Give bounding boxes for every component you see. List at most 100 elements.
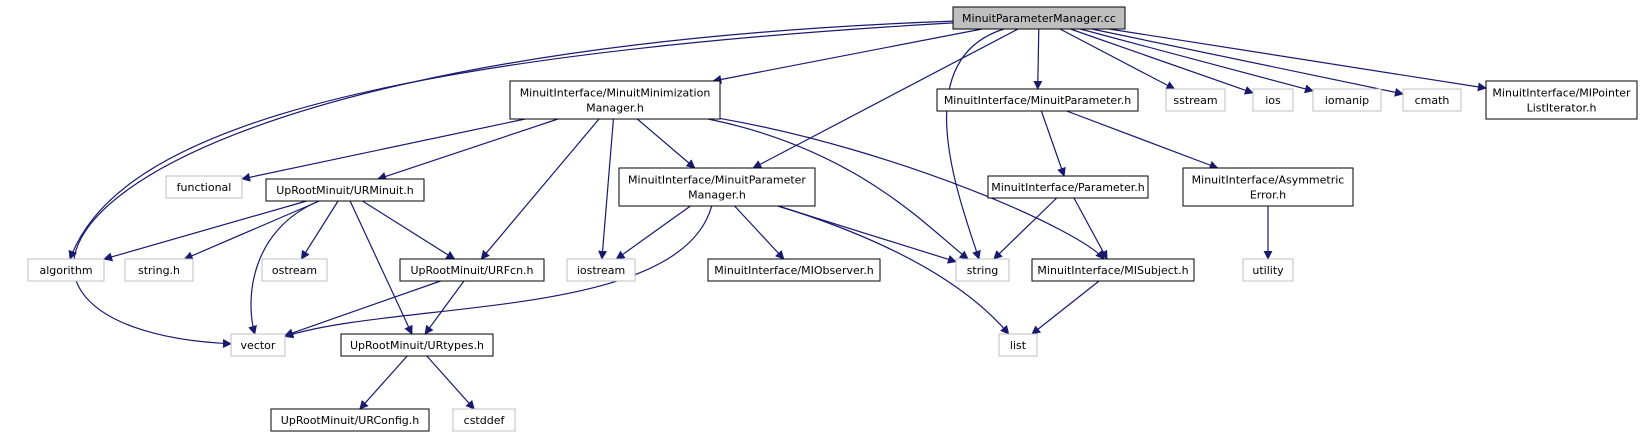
node-functional: functional bbox=[165, 175, 243, 199]
node-urc[interactable]: UpRootMinuit/URConfig.h bbox=[270, 408, 430, 432]
edge-root-mpm bbox=[752, 28, 1019, 169]
edge-root-string bbox=[945, 28, 1005, 260]
node-box bbox=[509, 80, 721, 120]
node-label: iomanip bbox=[1325, 94, 1369, 107]
edge-mmm-mis bbox=[719, 117, 1105, 260]
edge-mmm-string bbox=[707, 118, 969, 260]
node-box bbox=[1485, 80, 1638, 120]
node-urf[interactable]: UpRootMinuit/URFcn.h bbox=[399, 258, 545, 282]
edge-mmm-functional bbox=[241, 118, 526, 182]
node-box bbox=[707, 258, 881, 282]
edge-urm-urf bbox=[362, 200, 456, 260]
edges bbox=[68, 20, 1487, 410]
node-list: list bbox=[998, 333, 1038, 357]
node-label: MinuitInterface/MinuitParameter bbox=[628, 174, 806, 187]
edge-urf-urt bbox=[424, 280, 465, 335]
node-box bbox=[566, 258, 636, 282]
edge-par-mis bbox=[1073, 197, 1108, 260]
node-mis[interactable]: MinuitInterface/MISubject.h bbox=[1031, 258, 1195, 282]
node-label: UpRootMinuit/URtypes.h bbox=[350, 339, 484, 352]
node-string: string bbox=[955, 258, 1010, 282]
node-box bbox=[955, 258, 1010, 282]
node-label: functional bbox=[177, 181, 232, 194]
node-label: UpRootMinuit/URFcn.h bbox=[410, 264, 533, 277]
edge-mmm-urm bbox=[377, 118, 559, 181]
node-box bbox=[1402, 88, 1462, 112]
edge-root-vector bbox=[72, 20, 954, 348]
edge-mmm-mpm bbox=[636, 118, 696, 169]
node-box bbox=[452, 408, 516, 432]
nodes: MinuitParameterManager.ccMinuitInterface… bbox=[27, 6, 1638, 432]
node-label: ListIterator.h bbox=[1527, 102, 1597, 115]
node-ostream: ostream bbox=[261, 258, 328, 282]
node-label: algorithm bbox=[39, 264, 92, 277]
node-box bbox=[1182, 167, 1354, 207]
edge-mmm-iostream bbox=[598, 118, 615, 260]
node-label: MinuitInterface/MIObserver.h bbox=[714, 264, 873, 277]
node-box bbox=[1312, 88, 1382, 112]
edge-mpm-list bbox=[778, 205, 1010, 335]
node-label: Manager.h bbox=[688, 189, 746, 202]
node-algorithm: algorithm bbox=[27, 258, 105, 282]
edge-urm-urt bbox=[349, 200, 413, 335]
edge-root-cmath bbox=[1091, 28, 1404, 97]
node-iomanip: iomanip bbox=[1312, 88, 1382, 112]
node-box bbox=[270, 408, 430, 432]
node-label: MinuitInterface/MinuitParameter.h bbox=[944, 94, 1131, 107]
node-label: ios bbox=[1265, 94, 1281, 107]
node-box bbox=[124, 258, 194, 282]
node-mio[interactable]: MinuitInterface/MIObserver.h bbox=[707, 258, 881, 282]
edge-urt-urc bbox=[359, 355, 408, 410]
edge-par-string bbox=[993, 197, 1058, 260]
edge-urm-stringh bbox=[183, 200, 320, 260]
node-par[interactable]: MinuitInterface/Parameter.h bbox=[987, 175, 1149, 199]
edge-urm-algorithm bbox=[103, 200, 307, 262]
node-box bbox=[340, 333, 494, 357]
edge-mp-asym bbox=[1066, 110, 1219, 170]
node-stringh: string.h bbox=[124, 258, 194, 282]
node-mp[interactable]: MinuitInterface/MinuitParameter.h bbox=[936, 88, 1139, 112]
edge-root-algorithm bbox=[68, 22, 954, 260]
node-label: cmath bbox=[1415, 94, 1450, 107]
node-label: UpRootMinuit/URMinuit.h bbox=[276, 184, 414, 197]
node-box bbox=[27, 258, 105, 282]
node-vector: vector bbox=[230, 333, 286, 357]
node-box bbox=[952, 6, 1126, 30]
edge-mpm-vector bbox=[284, 205, 713, 339]
node-label: MinuitInterface/MISubject.h bbox=[1037, 264, 1188, 277]
edge-root-mmm bbox=[712, 28, 983, 84]
node-box bbox=[618, 167, 816, 207]
node-label: string bbox=[967, 264, 999, 277]
node-label: MinuitInterface/MIPointer bbox=[1492, 87, 1631, 100]
node-box bbox=[1242, 258, 1294, 282]
edge-mpm-iostream bbox=[615, 205, 691, 260]
edge-root-mipl bbox=[1108, 28, 1487, 92]
node-mmm[interactable]: MinuitInterface/MinuitMinimizationManage… bbox=[509, 80, 721, 120]
node-urt[interactable]: UpRootMinuit/URtypes.h bbox=[340, 333, 494, 357]
node-label: UpRootMinuit/URConfig.h bbox=[281, 414, 419, 427]
edge-root-mp bbox=[1033, 28, 1043, 90]
edge-root-iomanip bbox=[1080, 28, 1314, 94]
edge-root-sstream bbox=[1059, 28, 1176, 90]
node-cmath: cmath bbox=[1402, 88, 1462, 112]
node-label: cstddef bbox=[464, 414, 506, 427]
node-label: ostream bbox=[272, 264, 317, 277]
node-label: MinuitInterface/Asymmetric bbox=[1192, 174, 1345, 187]
node-iostream: iostream bbox=[566, 258, 636, 282]
node-urm[interactable]: UpRootMinuit/URMinuit.h bbox=[265, 178, 425, 202]
node-label: MinuitParameterManager.cc bbox=[962, 12, 1116, 25]
node-label: Error.h bbox=[1250, 189, 1286, 202]
edge-root-ios bbox=[1070, 28, 1254, 95]
node-box bbox=[998, 333, 1038, 357]
node-box bbox=[399, 258, 545, 282]
node-label: sstream bbox=[1173, 94, 1217, 107]
node-mpm[interactable]: MinuitInterface/MinuitParameterManager.h bbox=[618, 167, 816, 207]
node-box bbox=[1031, 258, 1195, 282]
node-box bbox=[230, 333, 286, 357]
node-label: Manager.h bbox=[586, 102, 644, 115]
node-root[interactable]: MinuitParameterManager.cc bbox=[952, 6, 1126, 30]
node-box bbox=[165, 175, 243, 199]
node-box bbox=[936, 88, 1139, 112]
